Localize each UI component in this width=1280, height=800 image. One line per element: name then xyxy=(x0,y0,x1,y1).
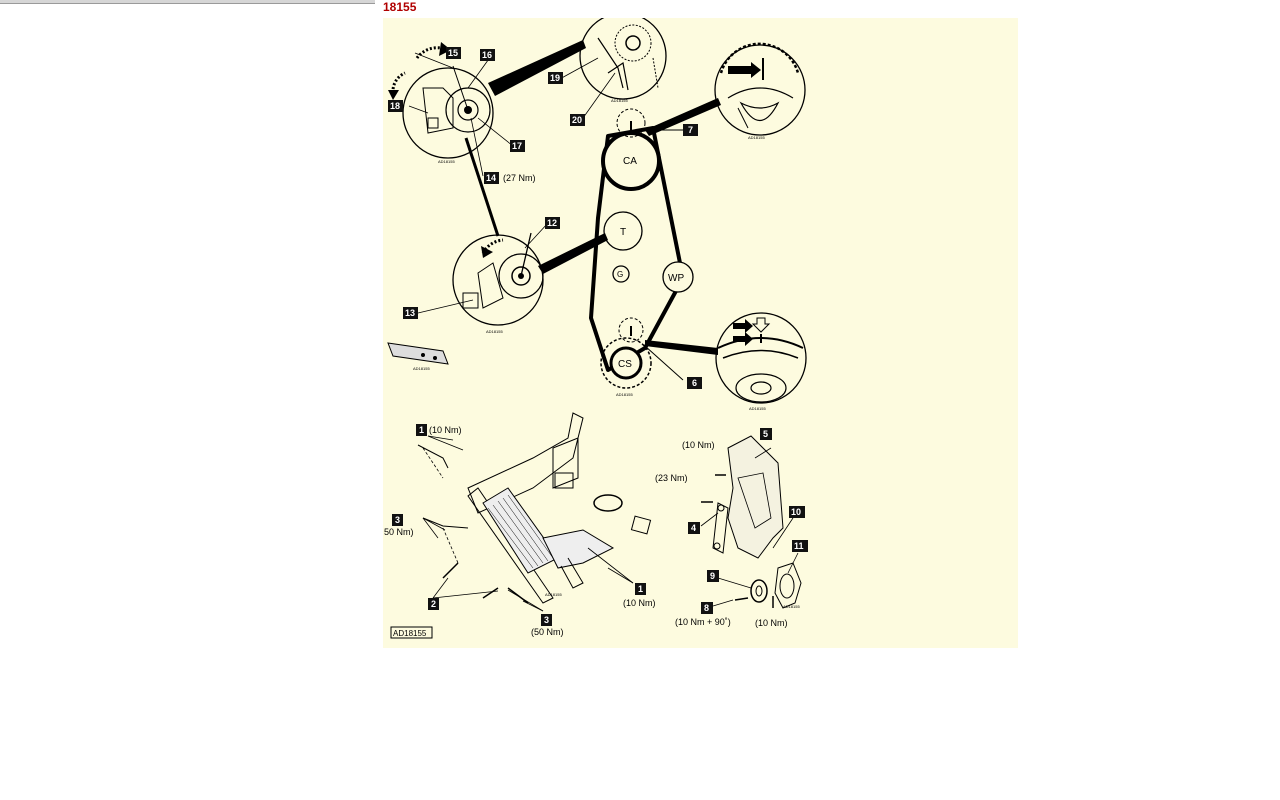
svg-text:12: 12 xyxy=(547,218,557,228)
callout-13: 13 xyxy=(403,307,418,319)
detail-ref-code: AD18155 xyxy=(748,135,765,140)
detail-ref-code: AD18155 xyxy=(413,366,430,371)
callout-19: 19 xyxy=(548,72,563,84)
svg-text:5: 5 xyxy=(763,429,768,439)
svg-text:17: 17 xyxy=(512,141,522,151)
svg-text:14: 14 xyxy=(486,173,496,183)
callout-3-bottom: 3 xyxy=(541,614,552,626)
detail-ref-code: AD18155 xyxy=(438,159,455,164)
rotation-arrow-icon xyxy=(415,46,442,59)
setting-tool: AD18155 xyxy=(387,342,449,371)
figure-code-box: AD18155 xyxy=(390,626,433,639)
detail-ref-code: AD18155 xyxy=(749,406,766,411)
pulley-label-wp: WP xyxy=(668,273,684,284)
timing-belt-diagram: AD18155 AD18155 AD18155 AD18155 xyxy=(384,18,808,639)
pulley-label-t: T xyxy=(620,227,626,238)
callout-6: 6 xyxy=(687,377,702,389)
callout-3-left: 3 xyxy=(392,514,403,526)
detail-ref-code: AD18155 xyxy=(611,98,628,103)
leader-lines xyxy=(408,40,721,381)
svg-text:2: 2 xyxy=(431,599,436,609)
svg-text:4: 4 xyxy=(691,523,696,533)
callout-5: 5 xyxy=(760,428,772,440)
torque-3-bottom: (50 Nm) xyxy=(531,627,564,637)
svg-text:AD18155: AD18155 xyxy=(393,629,427,638)
document-id: 18155 xyxy=(383,0,417,14)
callout-18: 18 xyxy=(388,100,403,112)
callout-4: 4 xyxy=(688,522,700,534)
svg-text:8: 8 xyxy=(704,603,709,613)
svg-text:3: 3 xyxy=(395,515,400,525)
svg-text:16: 16 xyxy=(482,50,492,60)
callout-7: 7 xyxy=(683,124,698,136)
callout-16: 16 xyxy=(480,49,495,61)
callout-20: 20 xyxy=(570,114,585,126)
svg-text:1: 1 xyxy=(419,425,424,435)
svg-text:3: 3 xyxy=(544,615,549,625)
pulley-label-ca: CA xyxy=(623,156,637,167)
window-top-edge xyxy=(0,0,375,4)
svg-text:9: 9 xyxy=(710,571,715,581)
belt-layout: CA T G WP CS AD18155 xyxy=(589,108,694,397)
detail-tensioner: AD18155 xyxy=(452,232,544,334)
torque-14: (27 Nm) xyxy=(503,173,536,183)
detail-ref-code: AD18155 xyxy=(545,592,562,597)
detail-cam-mark: AD18155 xyxy=(714,42,806,140)
svg-text:18: 18 xyxy=(390,101,400,111)
arrow-head-icon xyxy=(388,90,399,100)
svg-text:10: 10 xyxy=(791,507,801,517)
svg-text:6: 6 xyxy=(692,378,697,388)
callout-1-top: 1 xyxy=(416,424,427,436)
svg-text:15: 15 xyxy=(448,48,458,58)
torque-23: (23 Nm) xyxy=(655,473,688,483)
callout-10: 10 xyxy=(789,506,805,518)
torque-11: (10 Nm) xyxy=(755,618,788,628)
callout-15: 15 xyxy=(446,47,461,59)
callout-8: 8 xyxy=(701,602,713,614)
detail-ref-code: AD18155 xyxy=(616,392,633,397)
detail-locking-pin: AD18155 xyxy=(579,18,667,103)
callout-12: 12 xyxy=(545,217,560,229)
svg-text:13: 13 xyxy=(405,308,415,318)
front-assembly-view: AD18155 xyxy=(417,412,652,612)
detail-crank-mark: AD18155 xyxy=(715,312,807,411)
svg-text:19: 19 xyxy=(550,73,560,83)
svg-text:20: 20 xyxy=(572,115,582,125)
detail-tensioner-adjust: AD18155 xyxy=(402,65,494,164)
torque-3-left: 50 Nm) xyxy=(384,527,414,537)
svg-text:1: 1 xyxy=(638,584,643,594)
svg-text:11: 11 xyxy=(794,541,804,551)
pulley-label-g: G xyxy=(617,270,623,279)
arrow-head-icon xyxy=(439,42,451,56)
callout-14: 14 xyxy=(484,172,499,184)
callout-1-right: 1 xyxy=(635,583,646,595)
torque-8: (10 Nm + 90˚) xyxy=(675,617,731,627)
detail-ref-code: AD18155 xyxy=(486,329,503,334)
callout-11: 11 xyxy=(792,540,808,552)
callout-17: 17 xyxy=(510,140,525,152)
callout-9: 9 xyxy=(707,570,719,582)
pulley-label-cs: CS xyxy=(618,359,632,370)
callout-2: 2 xyxy=(428,598,439,610)
torque-1-top: (10 Nm) xyxy=(429,425,462,435)
timing-cover-view: AD18155 xyxy=(700,435,802,609)
torque-top-10: (10 Nm) xyxy=(682,440,715,450)
svg-text:7: 7 xyxy=(688,125,693,135)
detail-ref-code: AD18155 xyxy=(783,604,800,609)
torque-1-right: (10 Nm) xyxy=(623,598,656,608)
